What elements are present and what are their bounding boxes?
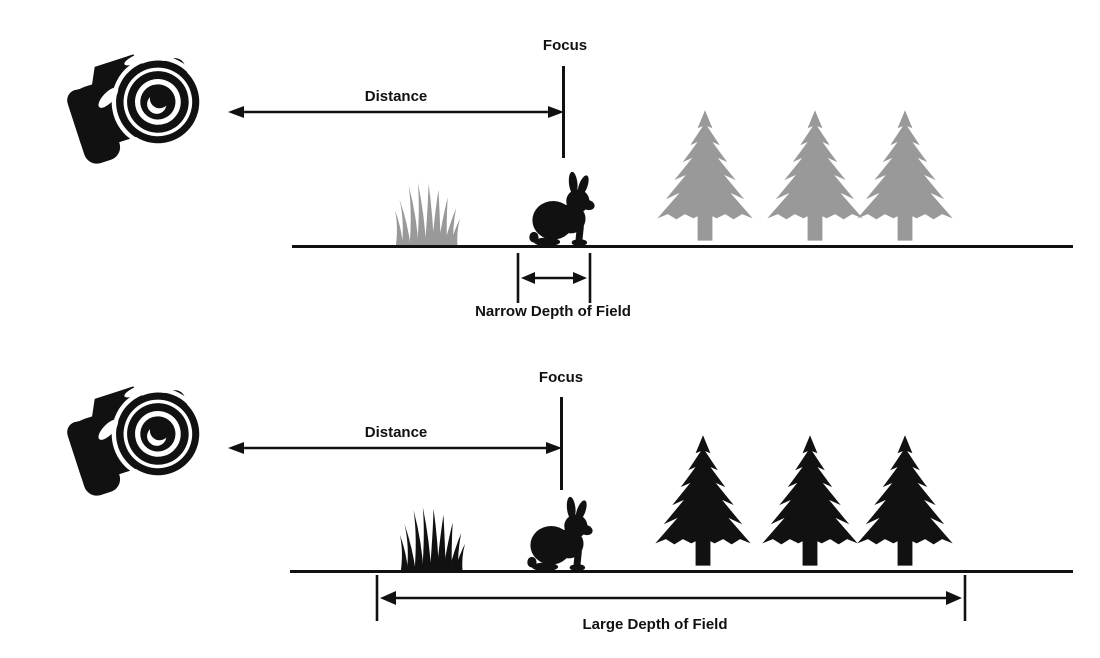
grass-tuft-icon	[395, 504, 469, 573]
ground-line	[290, 570, 1073, 573]
camera-icon	[44, 36, 220, 168]
dof-range-marker-icon	[516, 253, 592, 303]
grass-tuft-icon	[390, 179, 464, 248]
rabbit-icon	[525, 496, 602, 573]
narrow-dof-panel: Focus Distance	[0, 0, 1073, 320]
distance-label: Distance	[364, 88, 428, 105]
large-dof-panel: Focus Distance	[0, 330, 1100, 658]
pine-tree-icon	[650, 432, 756, 572]
dof-label: Narrow Depth of Field	[475, 303, 631, 320]
focus-label: Focus	[538, 369, 584, 386]
dof-range-marker-icon	[375, 575, 967, 621]
focus-line	[560, 397, 563, 490]
dof-label: Large Depth of Field	[582, 616, 728, 633]
pine-tree-icon	[757, 432, 863, 572]
pine-tree-icon	[852, 432, 958, 572]
pine-tree-icon	[652, 107, 758, 247]
rabbit-icon	[527, 171, 604, 248]
camera-icon	[44, 368, 220, 500]
focus-label: Focus	[542, 37, 588, 54]
ground-line	[292, 245, 1073, 248]
pine-tree-icon	[852, 107, 958, 247]
distance-arrow-icon	[228, 106, 564, 118]
distance-arrow-icon	[228, 442, 562, 454]
distance-label: Distance	[364, 424, 428, 441]
